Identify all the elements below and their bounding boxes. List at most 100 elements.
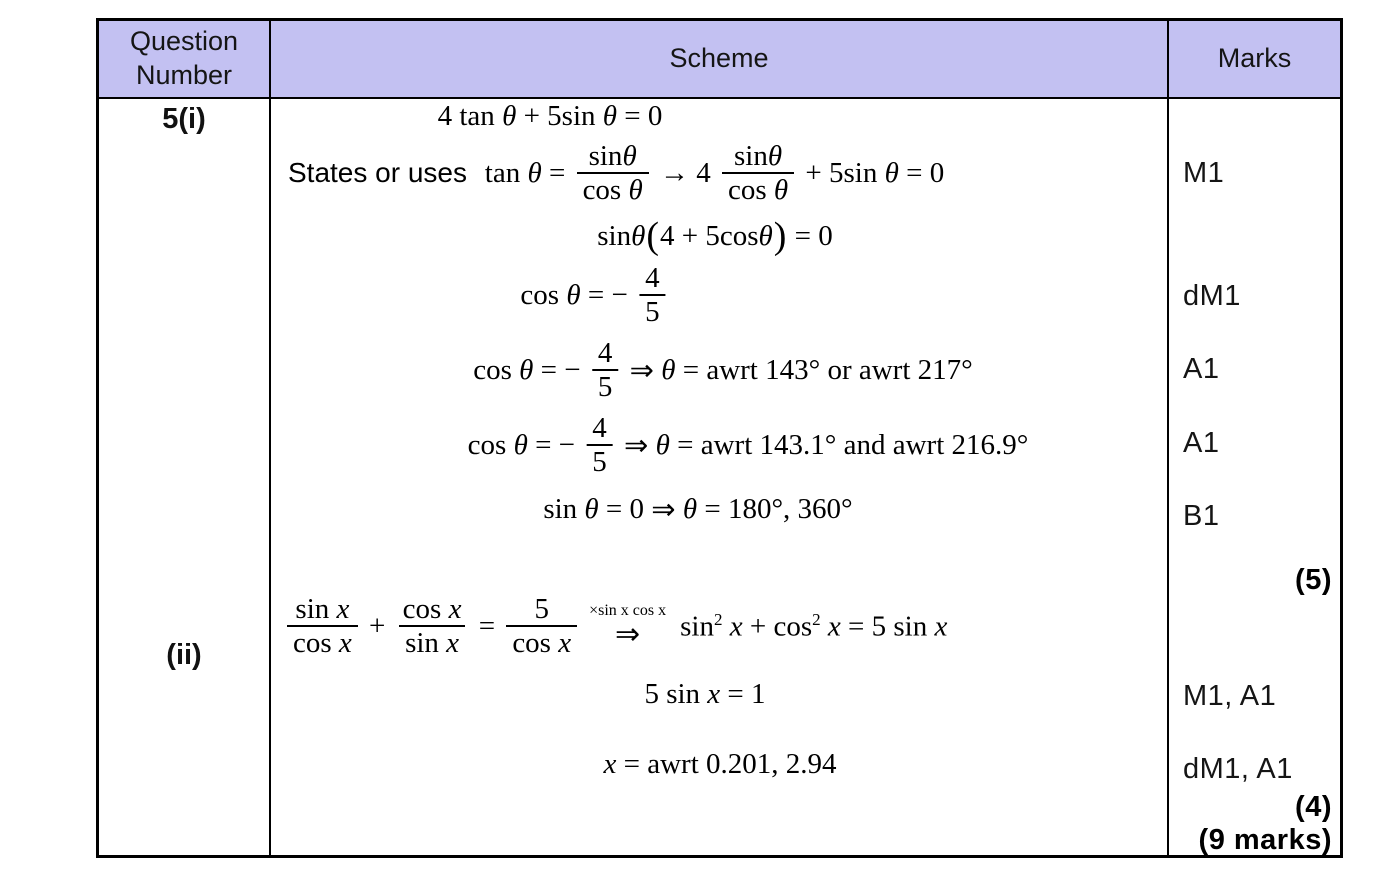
math-token: 4 <box>696 156 718 189</box>
mark-m1: M1 <box>1183 157 1225 189</box>
plus-sign: + <box>361 609 393 642</box>
fraction-sin-over-cos: sinθ cos θ <box>576 140 649 207</box>
equals-sign: = <box>471 609 503 642</box>
theta-symbol: θ <box>527 156 542 189</box>
math-token: + 5sin <box>798 156 885 189</box>
math-token: + 5sin <box>516 100 603 132</box>
fraction-five-over-cosx: 5 cos x <box>506 593 578 660</box>
table-header-row: Question Number Scheme Marks <box>99 21 1340 99</box>
scheme-line-5sinx: 5 sin x = 1 <box>644 678 765 711</box>
math-token: tan <box>484 156 528 189</box>
scheme-line-b1: sin θ = 0 ⇒ θ = 180°, 360° <box>543 492 852 527</box>
arrow-symbol: → <box>652 156 697 189</box>
math-token: sin <box>597 219 632 252</box>
part-i-subtotal: (5) <box>1295 564 1332 596</box>
math-token: = 0 <box>598 493 652 525</box>
theta-symbol: θ <box>767 140 783 172</box>
x-variable: x <box>338 627 352 660</box>
equals-minus: = − <box>527 428 583 461</box>
header-marks: Marks <box>1169 21 1340 97</box>
header-question-number-label: Question Number <box>129 26 239 90</box>
x-variable: x <box>722 610 743 643</box>
open-paren: ( <box>646 215 659 257</box>
fraction-cosx-over-sinx: cos x sin x <box>397 593 468 660</box>
part-ii-subtotal: (4) <box>1295 791 1332 823</box>
theta-symbol: θ <box>655 428 670 461</box>
theta-symbol: θ <box>661 353 676 386</box>
theta-symbol: θ <box>584 493 599 525</box>
implies-symbol: ⇒ <box>615 617 641 651</box>
mark-dm1-a1: dM1, A1 <box>1183 753 1293 785</box>
theta-symbol: θ <box>622 140 637 172</box>
fraction-denominator: cos θ <box>576 172 649 207</box>
theta-symbol: θ <box>631 219 646 252</box>
math-token: 5 sin <box>644 678 708 710</box>
theta-symbol: θ <box>502 100 517 132</box>
scheme-line-equation-1: 4 tan θ + 5sin θ = 0 <box>438 100 663 133</box>
equals-minus: = − <box>580 278 636 311</box>
result-text: = awrt 0.201, 2.94 <box>616 748 837 780</box>
implies-symbol: ⇒ <box>622 354 662 387</box>
math-token: sin <box>543 493 585 525</box>
theta-symbol: θ <box>602 100 618 132</box>
math-token: = 1 <box>720 678 766 710</box>
fraction-denominator: cos θ <box>721 172 795 207</box>
fraction-denominator: 5 <box>591 369 619 403</box>
header-question-number: Question Number <box>99 21 271 97</box>
fraction-denominator: cos x <box>506 625 578 660</box>
superscript-2: 2 <box>812 609 821 629</box>
x-variable: x <box>446 627 460 660</box>
equals-sign: = <box>669 428 701 461</box>
equals-minus: = − <box>533 353 588 386</box>
question-part-i-label: 5(i) <box>162 103 206 135</box>
theta-symbol: θ <box>773 174 789 207</box>
scheme-column: 4 tan θ + 5sin θ = 0 States or uses tan … <box>271 99 1169 858</box>
x-variable: x <box>934 610 948 643</box>
equals-sign: = <box>675 353 707 386</box>
header-scheme-label: Scheme <box>669 43 769 74</box>
fraction-numerator: cos x <box>402 593 462 625</box>
fraction-denominator: 5 <box>639 294 666 328</box>
fraction-numerator: 5 <box>534 593 549 625</box>
math-token: = 0 <box>787 219 833 252</box>
math-token: 4 tan <box>437 100 503 132</box>
fraction-numerator: sinθ <box>588 140 637 172</box>
theta-symbol: θ <box>513 428 528 461</box>
states-or-uses-label: States or uses <box>288 157 475 189</box>
x-variable: x <box>448 593 462 625</box>
mark-a1-first: A1 <box>1183 353 1220 385</box>
theta-symbol: θ <box>682 493 698 525</box>
fraction-four-fifths: 4 5 <box>639 262 666 329</box>
math-token: cos <box>520 278 567 311</box>
math-token: = 0 <box>898 156 945 189</box>
scheme-line-a1-second: cos θ = − 4 5 ⇒ θ = awrt 143.1° and awrt… <box>468 412 1029 479</box>
fraction-four-fifths: 4 5 <box>586 412 613 479</box>
fraction-denominator: 5 <box>586 444 613 478</box>
x-variable: x <box>603 748 617 780</box>
math-token: 4 + 5cos <box>659 219 759 252</box>
math-token: cos <box>467 428 514 461</box>
fraction-numerator: 4 <box>592 412 607 444</box>
x-variable: x <box>820 610 841 643</box>
implies-symbol: ⇒ <box>651 494 683 526</box>
fraction-sinx-over-cosx: sin x cos x <box>287 593 358 660</box>
fraction-numerator: 4 <box>597 337 613 369</box>
question-total-marks: (9 marks) <box>1198 824 1332 856</box>
question-number-column: 5(i) (ii) <box>99 99 271 858</box>
result-text: awrt 143° or awrt 217° <box>706 353 973 386</box>
mark-dm1: dM1 <box>1183 280 1241 312</box>
theta-symbol: θ <box>566 278 581 311</box>
mark-m1-a1: M1, A1 <box>1183 680 1277 712</box>
scheme-line-factorised: sin θ ( 4 + 5cos θ ) = 0 <box>597 217 833 255</box>
fraction-sin-over-cos: sinθ cos θ <box>721 140 795 207</box>
scheme-line-part-ii-identity: sin x cos x + cos x sin x = 5 cos x ×s <box>283 593 947 660</box>
x-variable: x <box>336 593 350 625</box>
multiply-note: ×sin x cos x <box>589 601 667 619</box>
x-variable: x <box>558 627 572 660</box>
mark-scheme-table: Question Number Scheme Marks 5(i) (ii) 4… <box>96 18 1343 858</box>
math-token: = 0 <box>617 100 663 132</box>
table-body-row: 5(i) (ii) 4 tan θ + 5sin θ = 0 States or… <box>99 99 1340 858</box>
header-marks-label: Marks <box>1217 43 1292 74</box>
theta-symbol: θ <box>628 174 643 207</box>
